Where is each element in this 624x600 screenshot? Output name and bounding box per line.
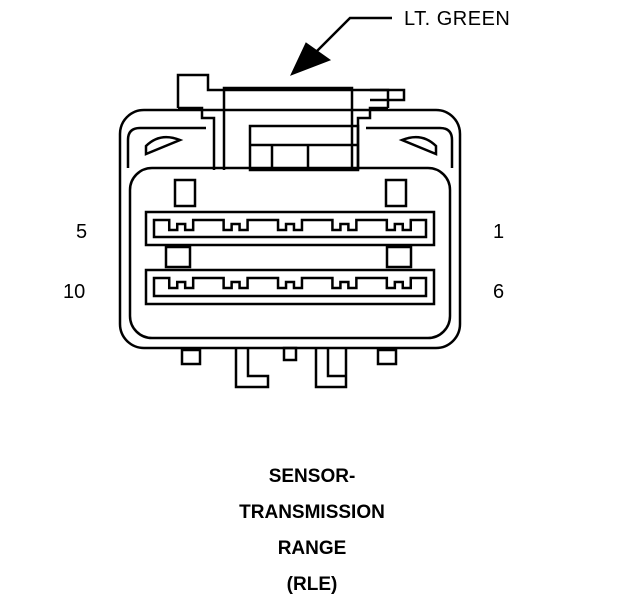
housing-ear-left (144, 135, 184, 156)
callout-arrowhead (290, 42, 332, 76)
pin-label-1: 1 (493, 221, 505, 243)
callout-leader (290, 16, 392, 76)
housing-shoulder-right (366, 126, 454, 168)
wire-color-label: LT. GREEN (404, 8, 511, 30)
title-line-3: RANGE (277, 538, 347, 559)
connector-latch (176, 73, 406, 172)
title-line-1: SENSOR- (268, 466, 356, 487)
terminal-row-top-outline (144, 210, 436, 247)
pin-label-5: 5 (76, 221, 88, 243)
key-mid-right (385, 245, 413, 269)
terminal-row-bottom-cavities (152, 276, 428, 298)
key-top-right (384, 178, 408, 208)
terminal-row-top (144, 210, 436, 247)
title-line-2: TRANSMISSION (239, 502, 385, 523)
key-mid-left (164, 245, 192, 269)
terminal-row-bottom-outline (144, 268, 436, 306)
terminal-row-bottom (144, 268, 436, 306)
housing-shoulder-left (126, 126, 206, 168)
terminal-row-top-cavities (152, 218, 428, 239)
connector-cavity (128, 166, 452, 340)
pin-label-6: 6 (493, 281, 505, 303)
housing-ear-right (398, 135, 438, 156)
connector-bottom-tabs (180, 346, 398, 389)
pin-label-10: 10 (63, 281, 86, 303)
title-line-4: (RLE) (286, 574, 338, 595)
key-top-left (173, 178, 197, 208)
